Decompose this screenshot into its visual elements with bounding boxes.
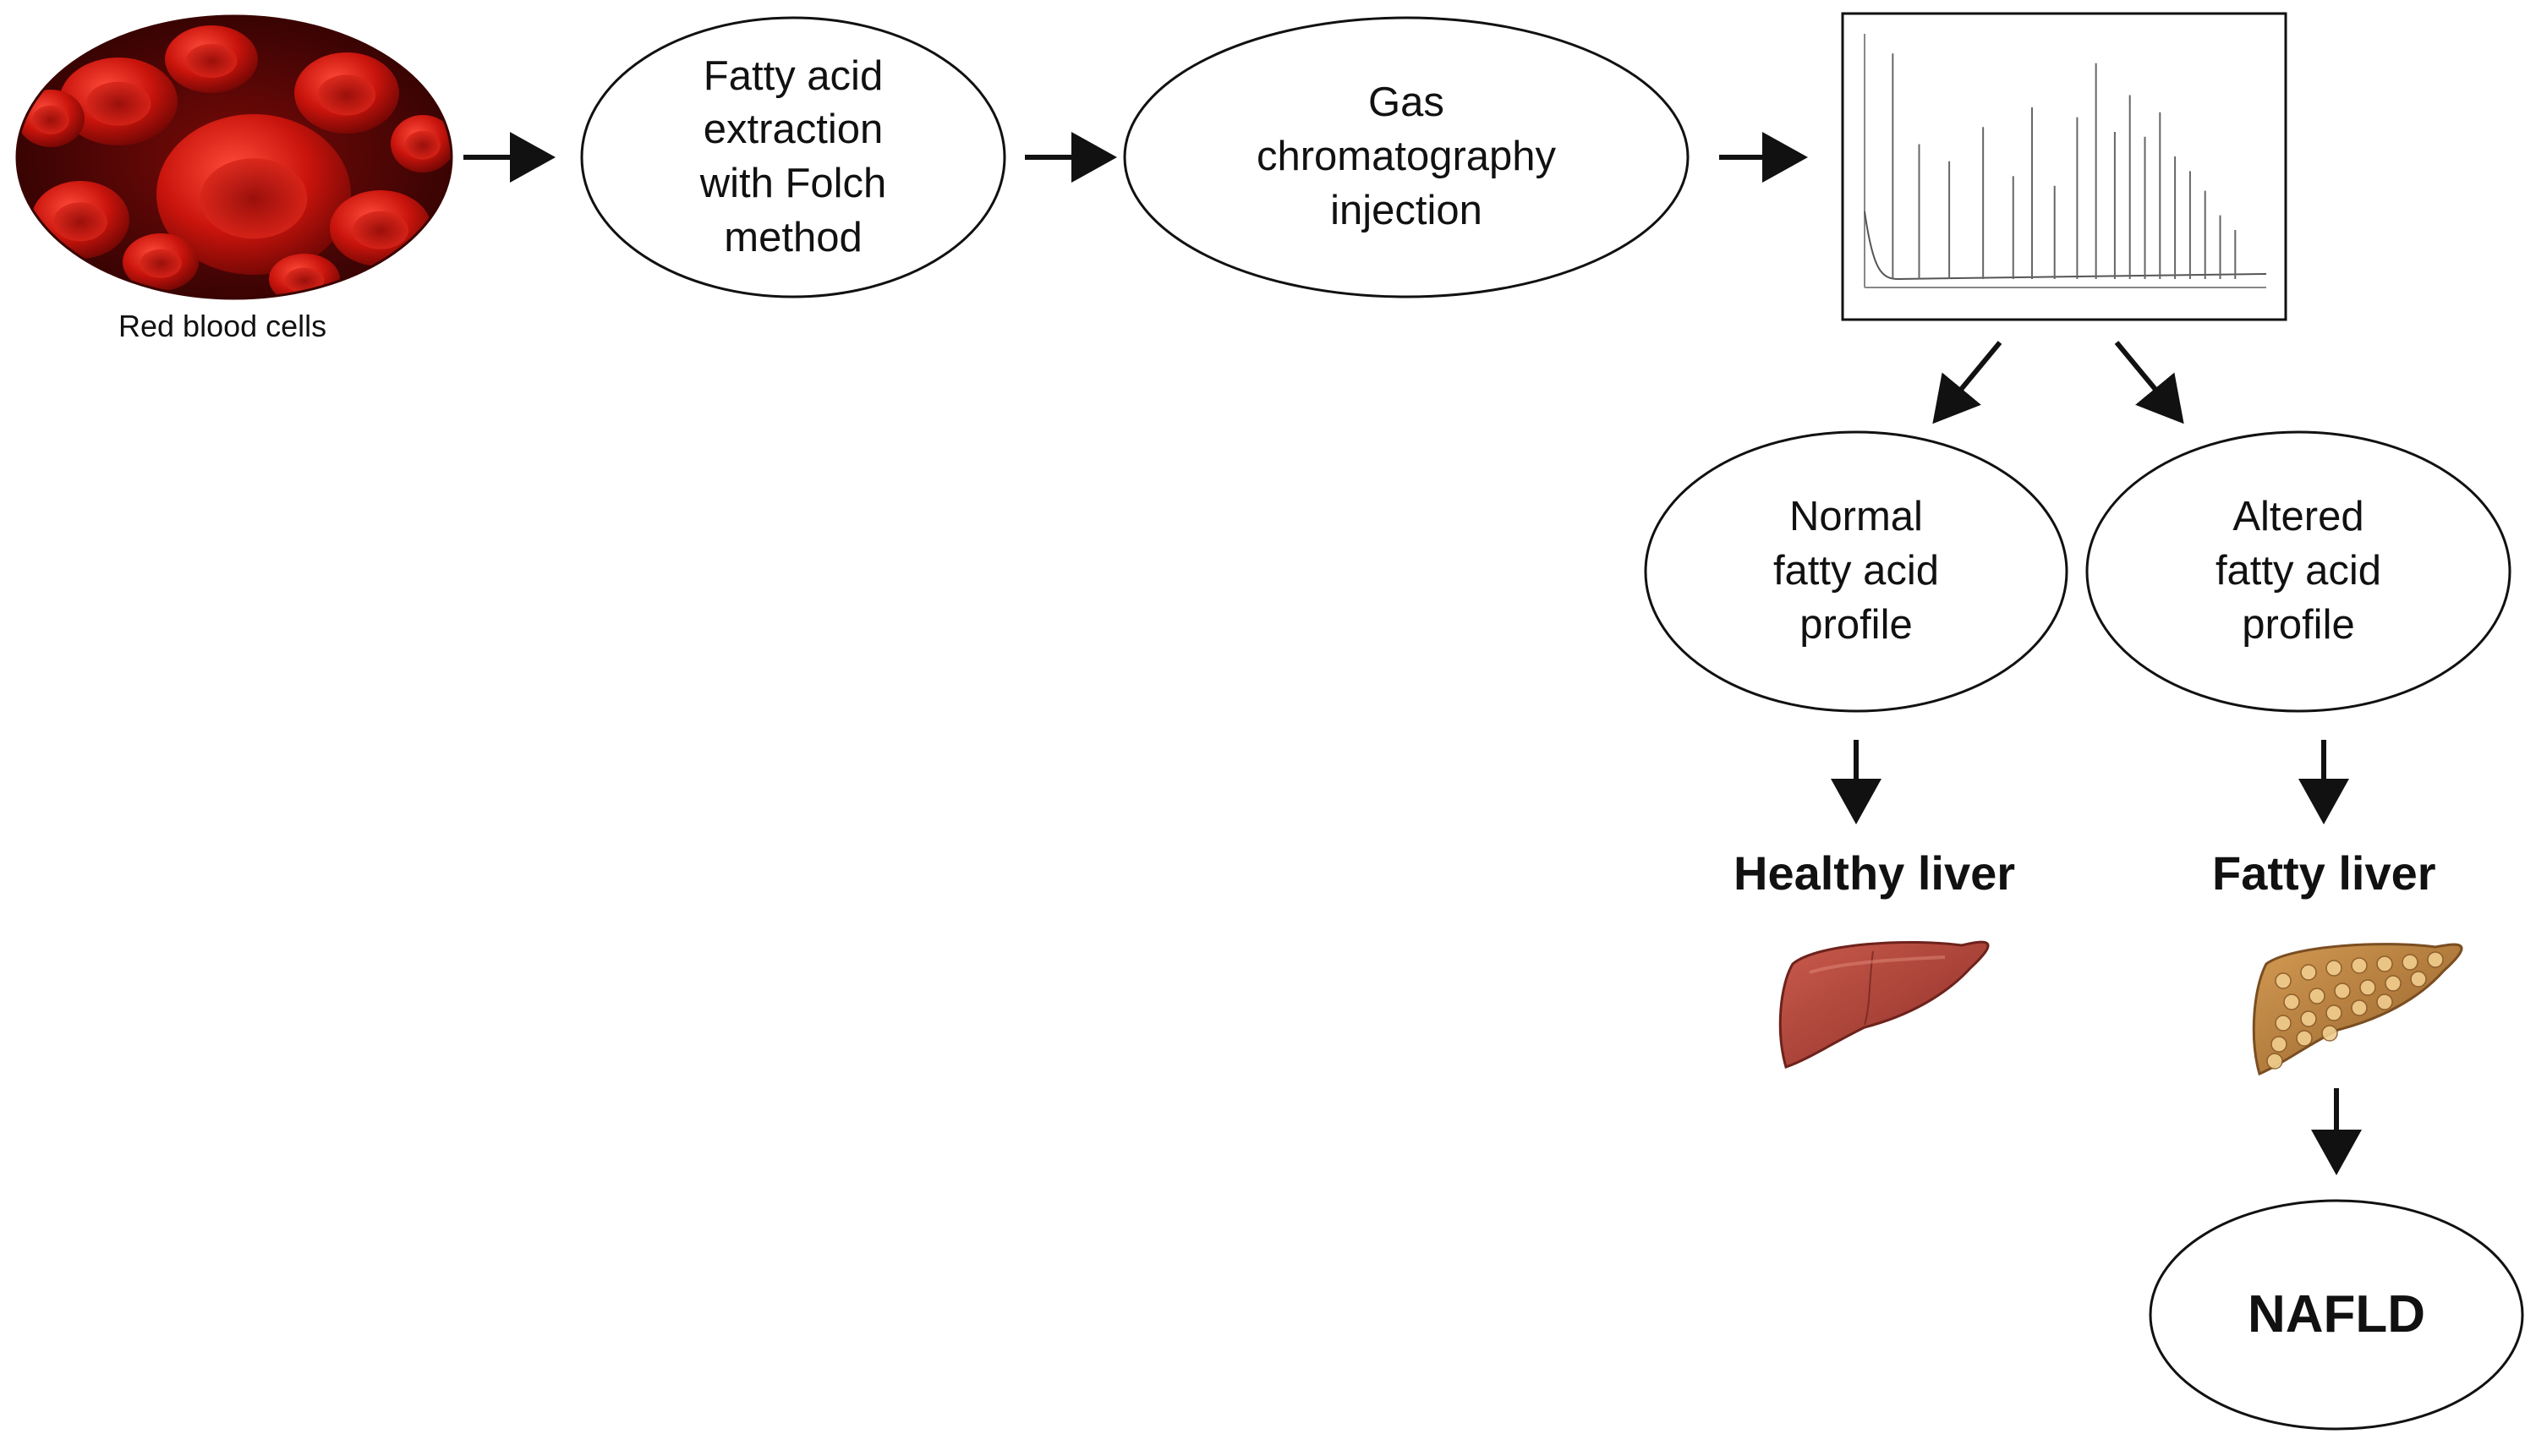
rbc-caption: Red blood cells xyxy=(118,309,327,343)
red-blood-cells-image xyxy=(15,14,453,300)
altered-profile-ellipse xyxy=(2085,430,2511,713)
fatty-liver-label: Fatty liver xyxy=(2212,846,2436,900)
fat-droplet xyxy=(2296,1030,2313,1047)
healthy-liver-label: Healthy liver xyxy=(1734,846,2016,900)
fat-droplet xyxy=(2427,951,2444,968)
fat-droplet xyxy=(2376,993,2393,1010)
fat-droplet xyxy=(2283,993,2300,1010)
fat-droplet xyxy=(2334,983,2351,999)
extraction-ellipse xyxy=(580,16,1006,298)
extraction-label: Fatty acid extraction with Folch method xyxy=(699,52,887,260)
fat-droplet xyxy=(2309,988,2325,1004)
gc-label: Gas chromatography injection xyxy=(1256,79,1557,233)
gc-ellipse xyxy=(1123,16,1690,298)
fat-droplet xyxy=(2376,955,2393,972)
arrow-chromatogram-to-normal xyxy=(1932,341,2002,424)
fat-droplet xyxy=(2266,1053,2283,1070)
nafld-label: NAFLD xyxy=(2247,1284,2426,1344)
blood-cell xyxy=(294,52,399,134)
fat-droplet xyxy=(2300,964,2317,981)
fat-droplet xyxy=(2351,999,2368,1016)
altered-profile-label: Altered fatty acid profile xyxy=(2215,494,2382,648)
healthy-liver-image xyxy=(1778,940,1990,1069)
blood-cell xyxy=(269,254,340,298)
arrow-chromatogram-to-altered xyxy=(2114,341,2184,424)
blood-cell xyxy=(123,233,199,291)
fat-droplet xyxy=(2359,979,2376,996)
fat-droplet xyxy=(2270,1036,2287,1053)
fat-droplet xyxy=(2385,975,2402,992)
fat-droplet xyxy=(2410,971,2427,988)
blood-cell xyxy=(330,190,431,266)
fatty-liver-image xyxy=(2252,943,2463,1076)
arrows xyxy=(463,132,2362,1175)
chromatogram-image xyxy=(1841,12,2287,321)
blood-cell xyxy=(59,57,178,145)
blood-cell xyxy=(165,25,258,93)
fat-droplet xyxy=(2325,960,2342,977)
fat-droplet xyxy=(2300,1010,2317,1027)
blood-cell xyxy=(17,90,85,147)
fat-droplet xyxy=(2325,1004,2342,1021)
fat-droplet xyxy=(2275,1015,2292,1032)
blood-cell xyxy=(391,115,452,172)
normal-profile-ellipse xyxy=(1644,430,2068,713)
blood-cell xyxy=(31,181,129,259)
fat-droplet xyxy=(2351,957,2368,974)
fat-droplet xyxy=(2321,1025,2338,1042)
normal-profile-label: Normal fatty acid profile xyxy=(1772,494,1940,648)
nafld-ellipse xyxy=(2149,1199,2524,1431)
fat-droplet xyxy=(2402,954,2418,971)
fat-droplet xyxy=(2275,972,2292,989)
blood-cell xyxy=(156,114,351,275)
